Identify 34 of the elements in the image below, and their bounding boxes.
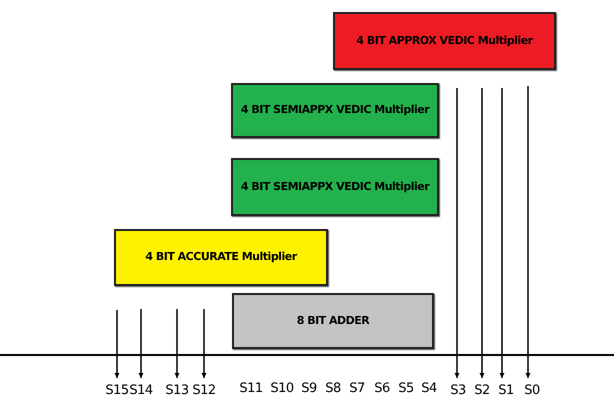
box-label: 4 BIT APPROX VEDIC Multiplier — [356, 32, 533, 49]
box-label: 4 BIT ACCURATE Multiplier — [145, 249, 297, 266]
signal-label: S14 — [129, 381, 153, 401]
box-label: 4 BIT SEMIAPPX VEDIC Multiplier — [240, 102, 430, 118]
arrow — [526, 86, 530, 378]
signal-label: S7 — [349, 380, 365, 398]
signal-label: S3 — [450, 381, 466, 401]
signal-label: S4 — [421, 380, 437, 398]
process-box — [231, 158, 439, 216]
signal-label: S2 — [474, 381, 490, 401]
signal-label: S5 — [398, 380, 414, 398]
arrow — [202, 309, 206, 378]
signal-label: S1 — [498, 381, 514, 401]
signal-label: S12 — [192, 381, 216, 401]
arrow — [500, 88, 504, 378]
signal-label: S8 — [325, 380, 341, 398]
signal-label: S6 — [374, 380, 390, 398]
arrow — [174, 309, 180, 378]
arrow — [454, 88, 460, 378]
arrow — [138, 309, 144, 378]
arrow — [114, 310, 120, 378]
signal-label: S9 — [301, 380, 317, 398]
process-box — [333, 12, 556, 70]
signal-label: S15 — [105, 381, 129, 401]
signal-label: S0 — [524, 381, 540, 401]
box-label: 4 BIT SEMIAPPX VEDIC Multiplier — [240, 178, 430, 195]
arrow — [480, 88, 484, 378]
process-box — [114, 229, 328, 286]
signal-label: S10 — [270, 380, 294, 398]
process-box — [231, 83, 439, 138]
signal-label: S13 — [165, 381, 189, 401]
box-label: 8 BIT ADDER — [296, 312, 370, 329]
process-box — [232, 293, 434, 349]
signal-label: S11 — [239, 380, 263, 398]
